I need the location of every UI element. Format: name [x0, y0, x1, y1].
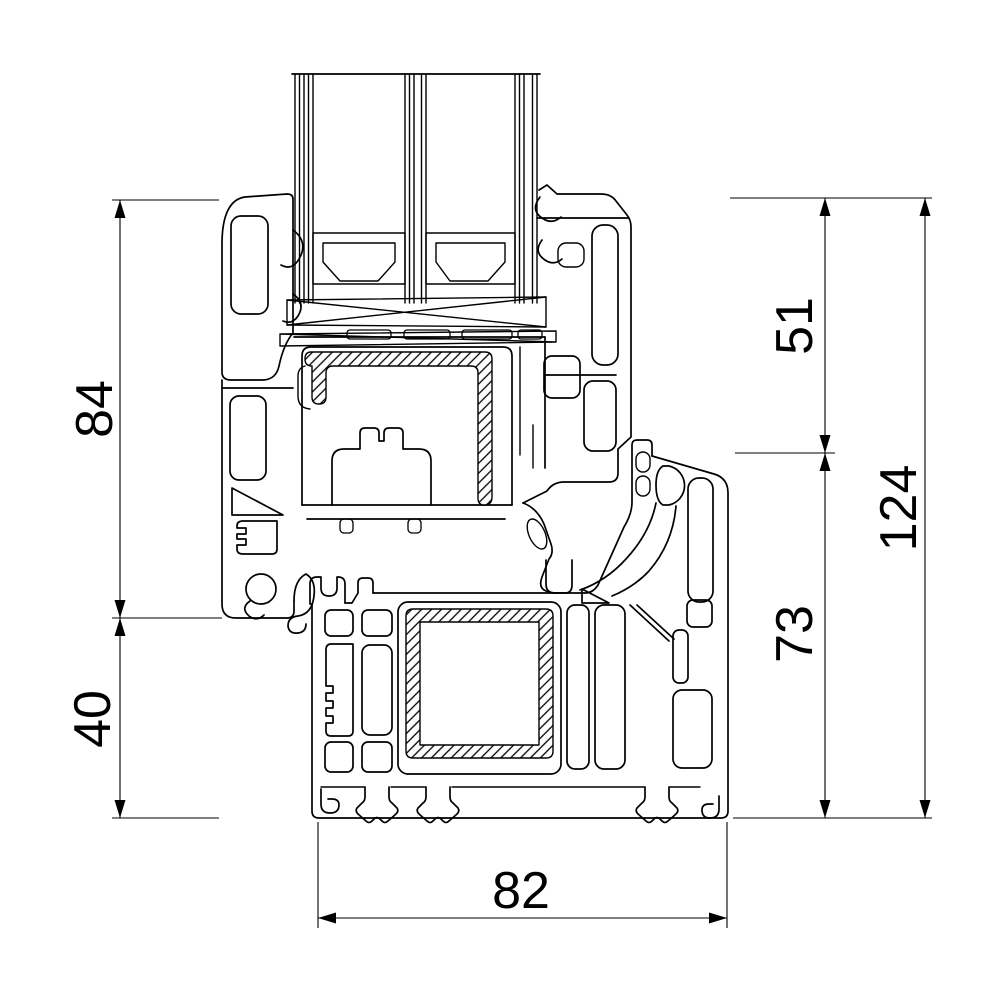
dimension-label-84: 84 [66, 380, 124, 438]
arrowheads [114, 198, 931, 924]
centre-seal-icon [287, 573, 316, 634]
dimension-label-40: 40 [64, 690, 122, 748]
glass-unit [279, 73, 557, 347]
dimension-label-82: 82 [492, 862, 550, 920]
dimension-label-73: 73 [766, 605, 824, 663]
glazing-gasket-icon [280, 229, 304, 268]
frame-gasket-bulb [655, 465, 686, 506]
glazing-spacer [312, 232, 516, 285]
dimension-label-124: 124 [870, 465, 928, 552]
frame-foot [416, 786, 460, 824]
setting-block [279, 296, 557, 347]
frame-profile [309, 439, 729, 824]
frame-foot [635, 786, 679, 824]
frame-foot [320, 788, 340, 814]
sash-profile [221, 184, 632, 634]
dimension-annotations: 84 40 51 73 124 82 [64, 197, 932, 928]
hardware-groove [331, 427, 432, 506]
frame-steel-reinforcement [405, 608, 554, 759]
glazing-gasket-icon [537, 239, 563, 264]
frame-foot [701, 795, 720, 819]
glazing-gasket-icon [534, 196, 562, 223]
sash-steel-reinforcement [304, 351, 493, 506]
dimension-label-51: 51 [766, 297, 824, 355]
frame-foot [355, 786, 399, 824]
glazing-gasket-icon [282, 293, 302, 324]
glazing-bead [221, 193, 304, 381]
